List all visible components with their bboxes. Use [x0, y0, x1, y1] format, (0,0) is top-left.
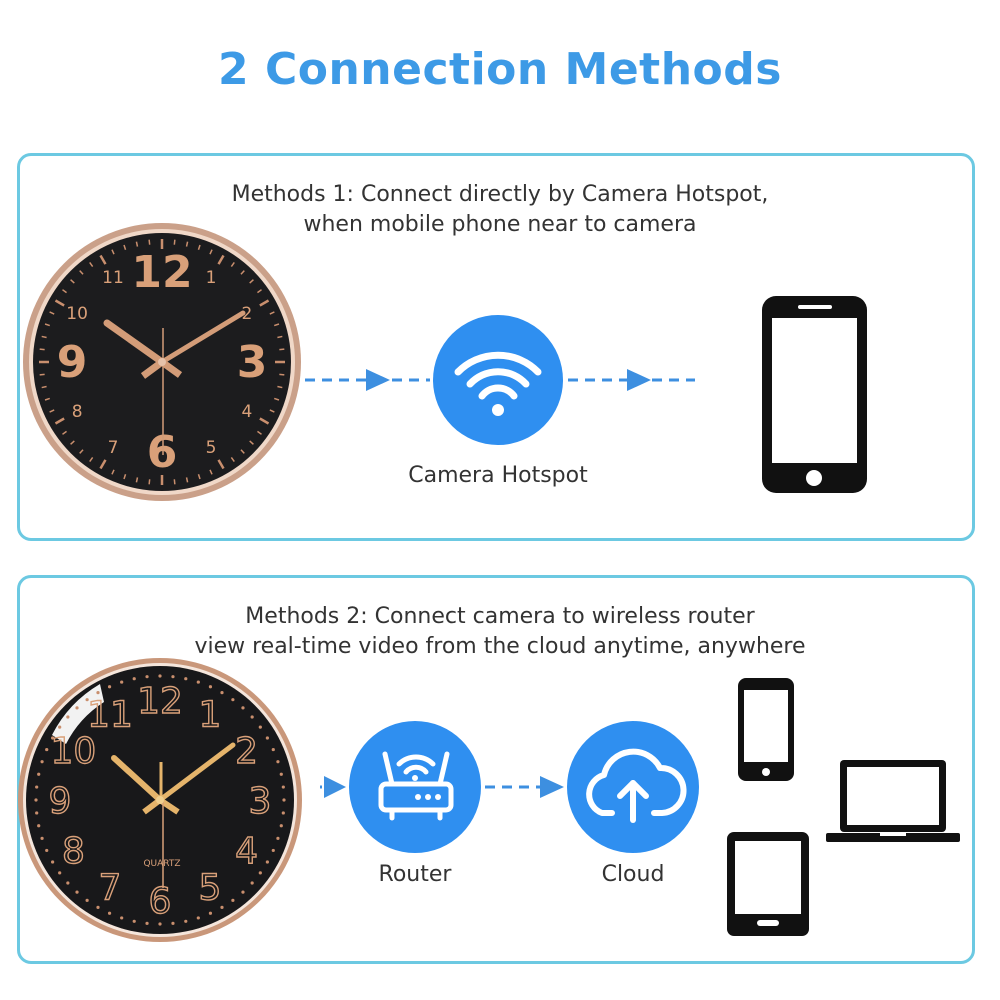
method2-line2: view real-time video from the cloud anyt…: [194, 634, 806, 659]
clock1-numeral: 10: [66, 304, 88, 324]
clock1-numeral: 2: [241, 304, 252, 324]
router-label: Router: [378, 862, 452, 887]
clock2-numeral: 6: [149, 881, 172, 922]
clock2-numeral: 2: [235, 731, 258, 772]
clock2-numeral: 3: [249, 781, 272, 822]
clock1-numeral: 3: [237, 337, 268, 388]
clock2-numeral: 7: [99, 868, 122, 909]
clock2-numeral: 4: [235, 831, 258, 872]
clock1-numeral: 7: [108, 438, 119, 458]
wifi-icon: [433, 315, 563, 445]
method1-line1: Methods 1: Connect directly by Camera Ho…: [231, 182, 769, 207]
page-title: 2 Connection Methods: [218, 44, 782, 95]
arrow-head-icons: [324, 369, 651, 798]
method1-panel: [17, 153, 975, 541]
clock2-numeral: 11: [87, 694, 133, 735]
method1-line2: when mobile phone near to camera: [303, 212, 697, 237]
clock1-numeral: 11: [102, 268, 124, 288]
method2-panel: [17, 575, 975, 964]
dashed-arrow-icon: [305, 378, 695, 789]
clock2-numeral: 10: [50, 731, 96, 772]
cloud-label: Cloud: [601, 862, 665, 887]
smartphone-icon: [762, 296, 867, 493]
clock1-numeral: 9: [57, 337, 88, 388]
laptop-icon: [826, 760, 960, 842]
clock2-numeral: 1: [199, 694, 222, 735]
smartphone-icon: [738, 678, 794, 781]
clock1-numeral: 12: [131, 247, 192, 298]
camera-hotspot-label: Camera Hotspot: [408, 463, 588, 488]
clock1-numeral: 8: [72, 402, 83, 422]
clock1-numeral: 4: [241, 402, 252, 422]
clock1-numeral: 1: [206, 268, 217, 288]
quartz-brand-text: QUARTZ: [143, 859, 180, 869]
clock1-numeral: 5: [206, 438, 217, 458]
tablet-icon: [727, 832, 809, 936]
clock2-numeral: 12: [137, 681, 183, 722]
clock2-numeral: 5: [199, 868, 222, 909]
clock1-numeral: 6: [147, 427, 178, 478]
clock2-numeral: 8: [62, 831, 85, 872]
router-icon: [349, 721, 481, 853]
method2-line1: Methods 2: Connect camera to wireless ro…: [245, 604, 755, 629]
cloud-upload-icon: [567, 721, 699, 853]
clock2-numeral: 9: [49, 781, 72, 822]
